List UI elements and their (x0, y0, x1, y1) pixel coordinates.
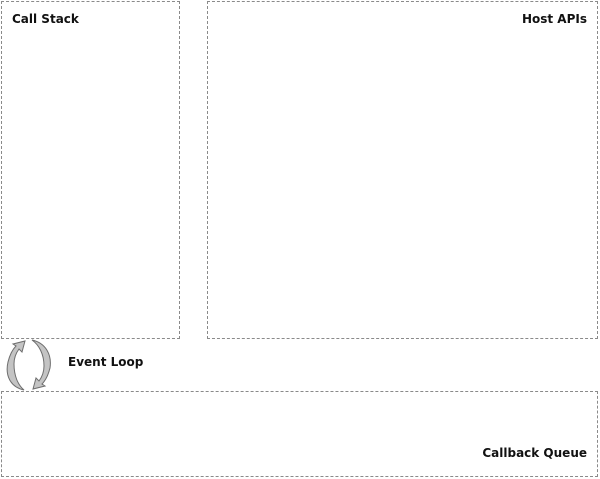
call-stack-title: Call Stack (12, 12, 79, 26)
event-loop-arrow-left (6, 340, 26, 391)
event-loop-label: Event Loop (68, 355, 144, 369)
call-stack-panel: Call Stack (1, 1, 180, 339)
callback-queue-panel: Callback Queue (1, 391, 598, 477)
event-loop-arrow-right (31, 339, 51, 390)
circular-arrows-icon (6, 339, 51, 391)
callback-queue-title: Callback Queue (482, 446, 587, 460)
host-apis-panel: Host APIs (207, 1, 598, 339)
host-apis-title: Host APIs (521, 12, 587, 26)
